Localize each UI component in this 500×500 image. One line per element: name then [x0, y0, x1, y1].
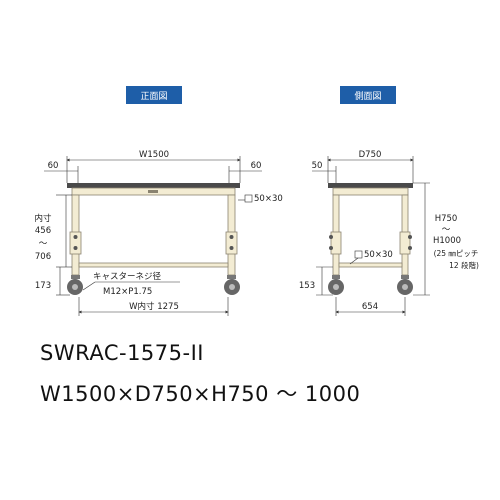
front-inner-width: W内寸 1275	[129, 301, 179, 312]
front-dim-173: 173	[35, 281, 51, 291]
side-table-top	[328, 183, 413, 188]
front-table-top	[67, 183, 240, 188]
front-view-tag-bg	[126, 86, 182, 104]
product-spec: W1500×D750×H750 〜 1000	[40, 382, 361, 406]
front-knob-left-top	[73, 235, 78, 239]
side-steps: 12 段階)	[449, 260, 479, 270]
front-caster-spec: M12×P1.75	[103, 287, 152, 297]
front-knob-right-top	[229, 235, 234, 239]
front-inner-tilde: 〜	[39, 239, 48, 249]
front-caster-label: キャスターネジ径	[93, 271, 162, 282]
side-view-tag-bg	[340, 86, 396, 104]
front-dim-60-left: 60	[48, 161, 59, 171]
front-sleeve-right	[225, 231, 238, 255]
side-dim-50: 50	[312, 161, 323, 171]
front-inner-max: 706	[35, 252, 51, 262]
side-pitch: (25 ㎜ピッチ	[434, 249, 479, 258]
product-model: SWRAC-1575-II	[40, 341, 204, 365]
front-caster-leader	[82, 281, 96, 291]
side-dim-153: 153	[299, 281, 315, 291]
front-view-title: 正面図	[140, 91, 167, 102]
side-sleeve-right	[399, 231, 411, 255]
front-dim-w1500: W1500	[139, 150, 169, 160]
front-pipe-square	[244, 194, 253, 203]
side-view: D750 50 50×30 153 654	[299, 150, 479, 316]
side-dim-h-tilde: 〜	[442, 225, 451, 235]
front-knob-right-bottom	[229, 246, 234, 250]
side-pipe-square	[354, 250, 363, 259]
front-dim-60-right: 60	[251, 161, 262, 171]
side-apron	[332, 187, 409, 196]
front-view-tag: 正面図	[126, 86, 182, 104]
side-dim-654: 654	[362, 302, 378, 312]
side-sleeve-left	[330, 231, 342, 255]
side-view-title: 側面図	[354, 90, 381, 102]
side-view-tag: 側面図	[340, 86, 396, 104]
side-lower-rail	[338, 262, 403, 268]
front-inner-min: 456	[35, 226, 51, 236]
side-dim-h750: H750	[435, 214, 458, 224]
front-pipe-size: 50×30	[254, 194, 283, 204]
front-sleeve-left	[69, 231, 82, 255]
side-dim-h1000: H1000	[433, 236, 461, 246]
front-knob-left-bottom	[73, 246, 78, 250]
front-inner-label: 内寸	[34, 213, 52, 224]
front-outlet	[148, 190, 158, 193]
front-view: W1500 60 60 50×30	[34, 150, 283, 316]
front-lower-rail	[78, 262, 229, 268]
front-caster-mount-right	[227, 275, 236, 279]
side-dim-d750: D750	[359, 150, 382, 160]
side-pipe-size: 50×30	[364, 250, 393, 260]
front-caster-mount-left	[71, 275, 80, 279]
